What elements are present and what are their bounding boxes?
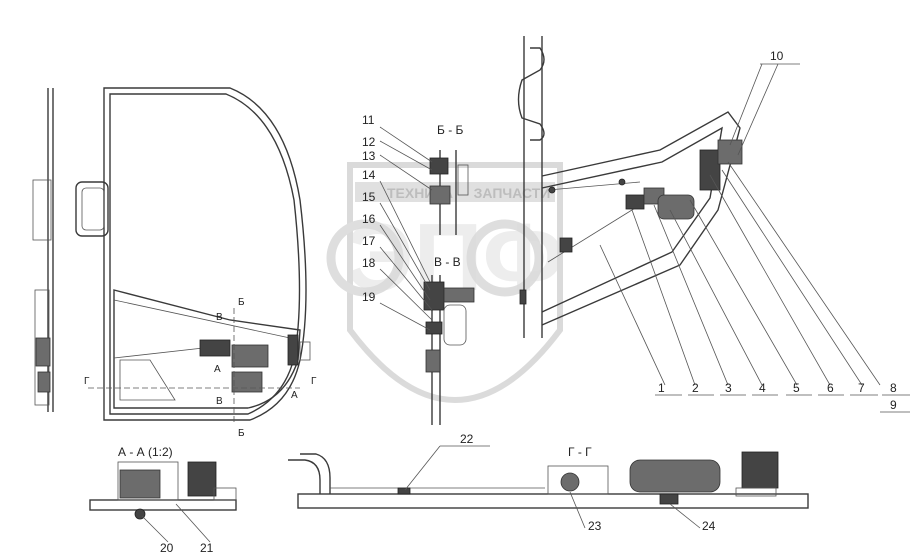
callout-19: 19 [362, 290, 376, 304]
callout-21: 21 [200, 541, 214, 555]
door-side-profile [32, 88, 54, 412]
callout-3: 3 [725, 381, 732, 395]
section-gg-detail [288, 451, 809, 509]
callout-1: 1 [658, 381, 665, 395]
callout-8: 8 [890, 381, 897, 395]
callout-17: 17 [362, 234, 376, 248]
watermark-text-right: ЗАПЧАСТИ [474, 185, 551, 201]
section-vv-detail [423, 275, 475, 425]
cut-mark-g-right: Г [311, 376, 317, 387]
cut-mark-v-bottom: В [216, 396, 223, 407]
callout-20: 20 [160, 541, 174, 555]
section-bb-detail [429, 150, 469, 235]
cut-mark-g-left: Г [84, 376, 90, 387]
callout-16: 16 [362, 212, 376, 226]
section-title-aa: А - А (1:2) [118, 445, 173, 459]
callout-18: 18 [362, 256, 376, 270]
callout-9: 9 [890, 398, 897, 412]
callout-13: 13 [362, 149, 376, 163]
cut-mark-b-bottom: Б [238, 428, 245, 439]
cut-mark-b-top: Б [238, 297, 245, 308]
section-aa-detail [89, 461, 237, 520]
callout-7: 7 [858, 381, 865, 395]
callout-15: 15 [362, 190, 376, 204]
cut-mark-a-right: А [291, 390, 298, 401]
callout-12: 12 [362, 135, 376, 149]
callout-11: 11 [362, 113, 375, 127]
cut-mark-v-top: В [216, 312, 223, 323]
section-title-vv: В - В [434, 255, 461, 269]
callout-14: 14 [362, 168, 376, 182]
door-front-view [75, 87, 311, 425]
callout-2: 2 [692, 381, 699, 395]
callout-10: 10 [770, 49, 784, 63]
callout-22: 22 [460, 432, 474, 446]
callout-23: 23 [588, 519, 602, 533]
section-title-bb: Б - Б [437, 123, 464, 137]
section-title-gg: Г - Г [568, 445, 592, 459]
callout-24: 24 [702, 519, 716, 533]
cut-mark-a-left: А [214, 364, 221, 375]
callout-5: 5 [793, 381, 800, 395]
watermark-logo: ЭПФ [326, 162, 565, 403]
callout-6: 6 [827, 381, 834, 395]
callout-4: 4 [759, 381, 766, 395]
leader-lines [141, 63, 910, 543]
